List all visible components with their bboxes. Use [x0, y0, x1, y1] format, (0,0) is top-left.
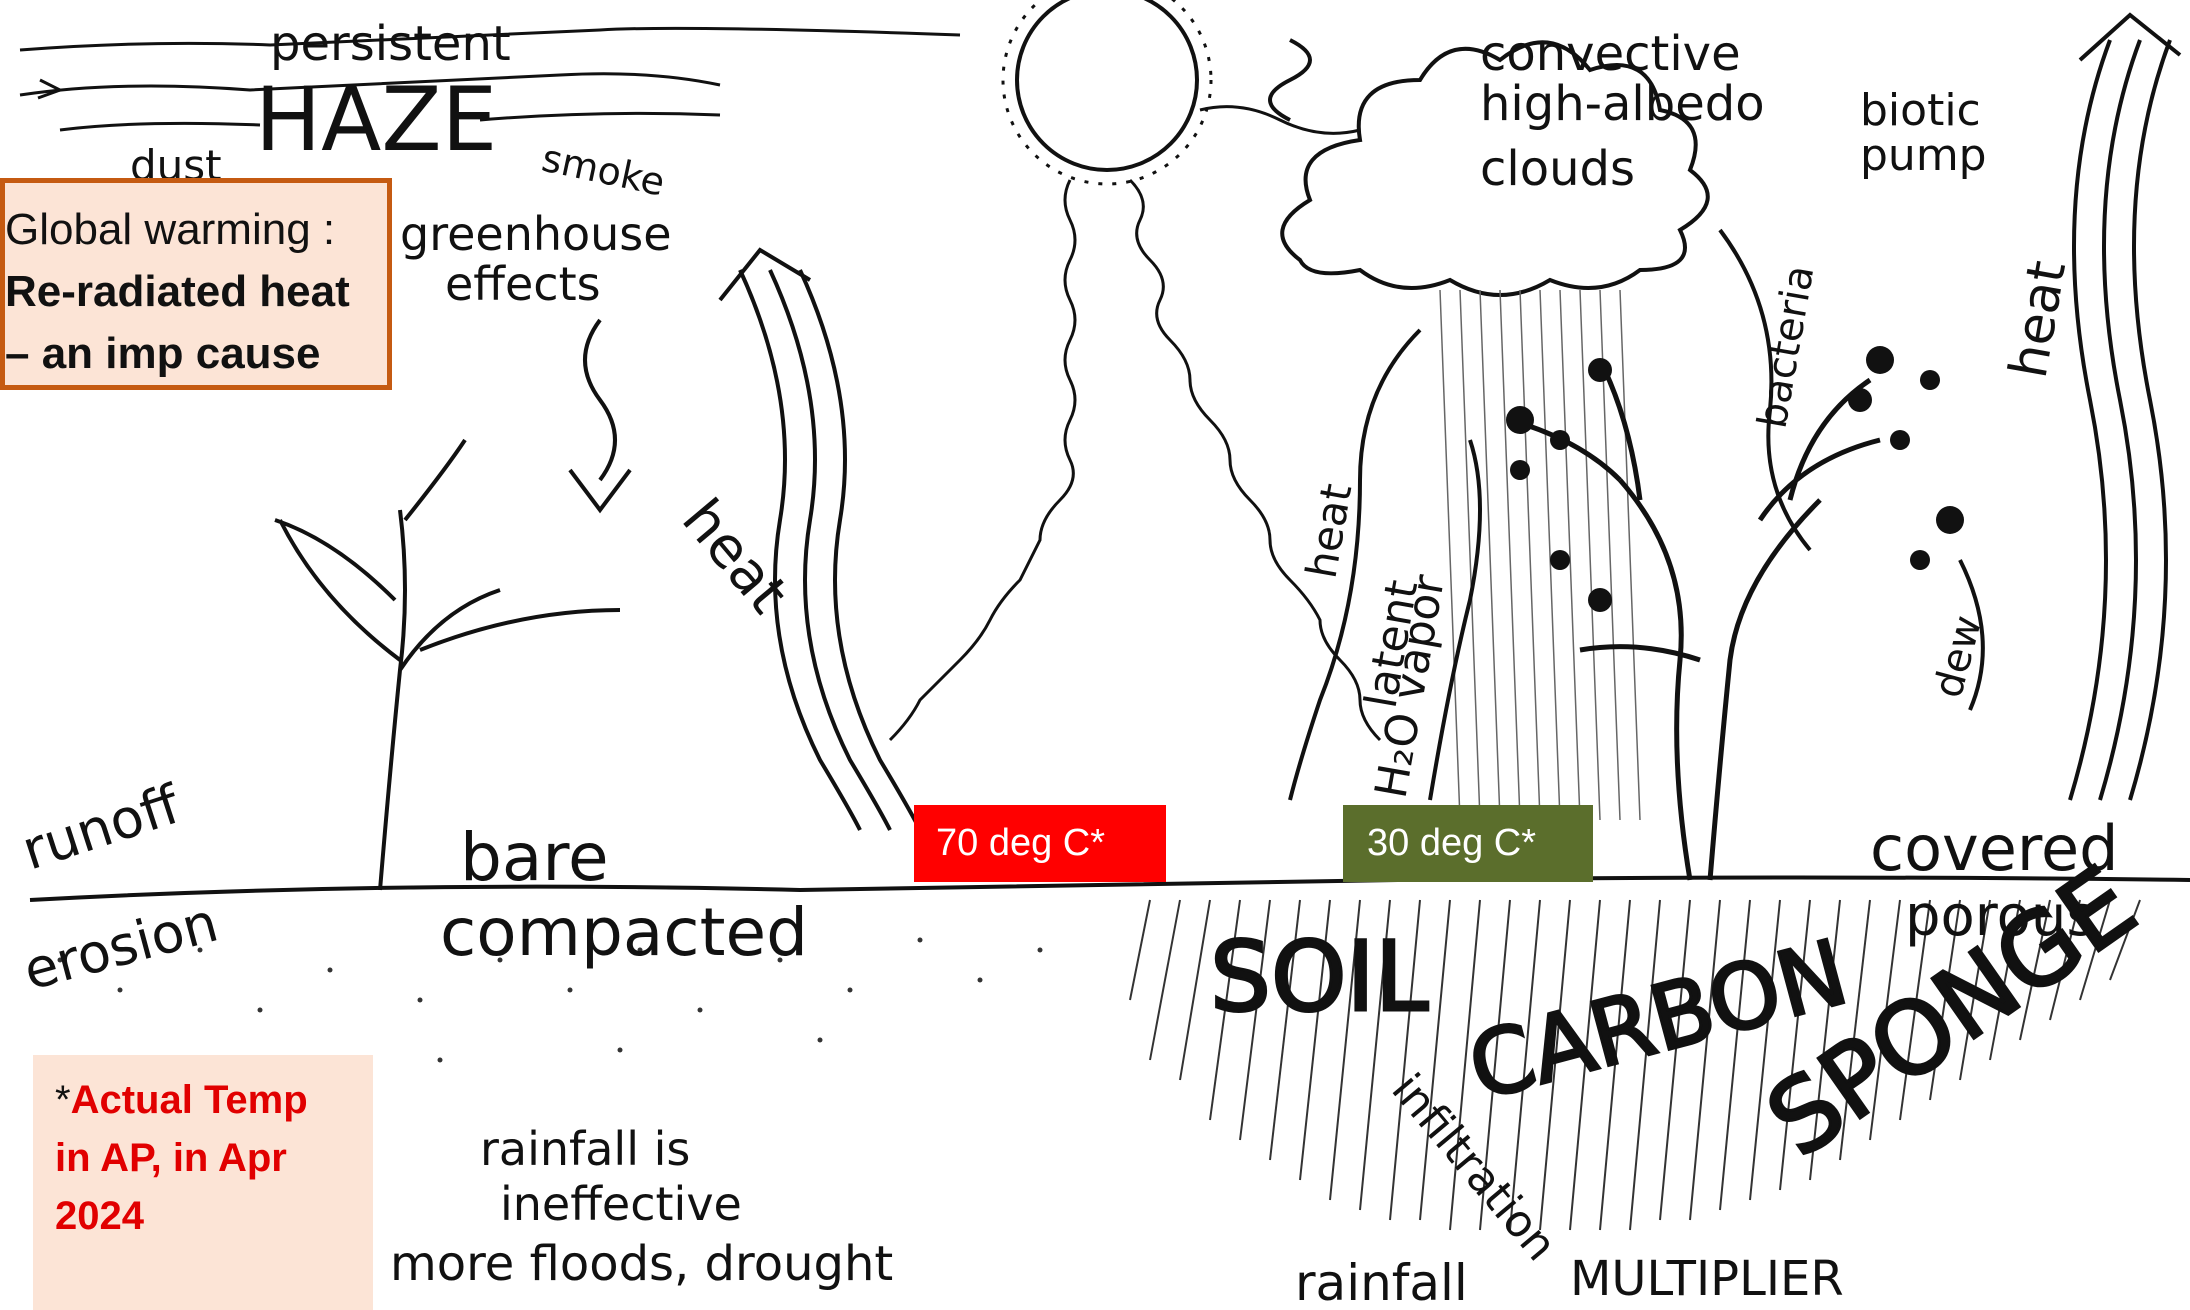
label-bare: bare [460, 819, 609, 896]
label-compacted: compacted [440, 894, 808, 971]
label-multiplier: MULTIPLIER [1570, 1251, 1844, 1307]
label-smoke: smoke [538, 136, 669, 205]
actual-temp-line2: in AP, in Apr [55, 1129, 373, 1187]
footnote-star: * [55, 1078, 71, 1122]
label-biotic: biotic [1860, 85, 1981, 136]
label-more-floods: more floods, drought [390, 1236, 893, 1292]
label-erosion: erosion [17, 891, 224, 1003]
label-soil: SOIL [1210, 921, 1428, 1033]
label-rainfall: rainfall [1295, 1254, 1468, 1310]
global-warming-line3: – an imp cause [5, 323, 387, 385]
actual-temp-line1: Actual Temp [71, 1078, 308, 1122]
heat-arrows-right [2070, 15, 2180, 800]
label-effects: effects [445, 257, 601, 311]
label-greenhouse: greenhouse [400, 207, 672, 261]
temp-tag-covered: 30 deg C* [1343, 805, 1593, 882]
global-warming-line1: Global warming : [5, 199, 387, 261]
global-warming-callout: Global warming : Re-radiated heat – an i… [0, 178, 392, 390]
actual-temp-note: *Actual Temp in AP, in Apr 2024 [33, 1055, 373, 1310]
label-runoff: runoff [15, 772, 189, 882]
global-warming-line2: Re-radiated heat [5, 261, 387, 323]
label-haze: HAZE [255, 68, 497, 171]
label-ineffective: ineffective [500, 1177, 742, 1231]
label-dew: dew [1925, 611, 1991, 703]
label-rainfall-is: rainfall is [480, 1122, 690, 1176]
label-pump: pump [1860, 130, 1987, 181]
label-persistent: persistent [270, 16, 511, 72]
label-bacteria: bacteria [1750, 262, 1824, 432]
tree-foliage [1506, 346, 1964, 612]
label-convective: convective [1480, 26, 1741, 82]
label-heat-right: heat [1999, 256, 2078, 382]
actual-temp-line3: 2024 [55, 1187, 373, 1245]
temp-tag-bare: 70 deg C* [914, 805, 1166, 882]
sun-icon [1003, 0, 1211, 184]
label-clouds: clouds [1480, 141, 1635, 197]
label-high-albedo: high-albedo [1480, 76, 1765, 132]
label-latent-heat: heat [1297, 480, 1362, 582]
